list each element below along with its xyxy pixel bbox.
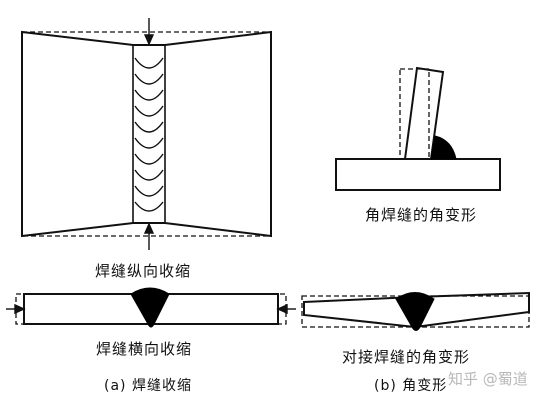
caption-fillet-angular-distortion: 角焊缝的角变形 (365, 206, 478, 224)
label-b-angular-distortion: (b) 角变形 (374, 378, 448, 394)
butt-angular-figure (301, 291, 530, 331)
transverse-weld-bead (130, 287, 170, 328)
caption-transverse-shrinkage: 焊缝横向收缩 (96, 340, 193, 358)
butt-weld-bead (395, 292, 435, 331)
original-web-outline (399, 68, 430, 160)
base-plate (335, 158, 501, 191)
deformed-plate (21, 30, 272, 238)
longitudinal-shrinkage-figure (21, 18, 272, 250)
watermark: 知乎 @蜀道 (448, 370, 528, 388)
original-plate-outline (21, 31, 272, 237)
caption-longitudinal-shrinkage: 焊缝纵向收缩 (95, 262, 192, 280)
caption-butt-angular-distortion: 对接焊缝的角变形 (342, 348, 471, 366)
fillet-angular-figure (335, 66, 501, 191)
transverse-shrinkage-figure (6, 287, 296, 328)
transverse-arrows (6, 303, 296, 315)
tilted-web-plate (403, 66, 445, 160)
weld-ripples (134, 57, 164, 212)
shrinkage-arrows (143, 18, 155, 250)
label-a-weld-shrinkage: (a) 焊缝收缩 (104, 378, 192, 394)
fillet-weld (430, 135, 457, 160)
